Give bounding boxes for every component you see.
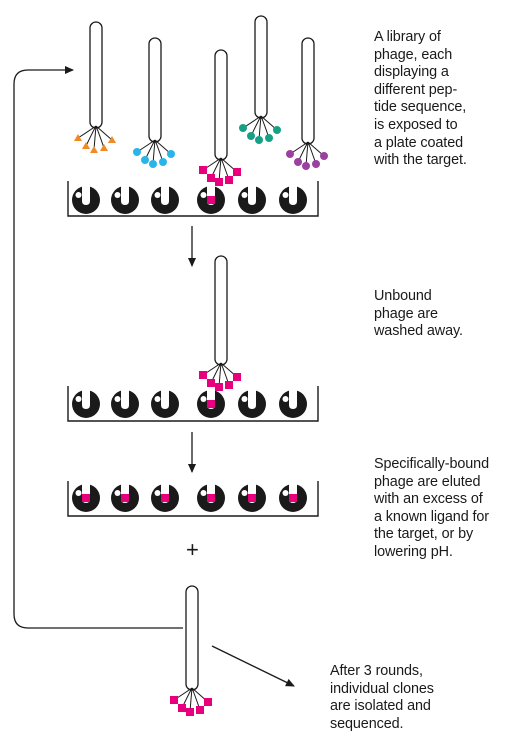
peptide-marker bbox=[239, 124, 247, 132]
peptide-marker bbox=[149, 160, 157, 168]
phage-icon bbox=[74, 21, 116, 153]
peptide-marker bbox=[178, 704, 186, 712]
target-icon bbox=[197, 483, 225, 512]
peptide-marker bbox=[199, 166, 207, 174]
peptide-marker bbox=[233, 168, 241, 176]
peptide-marker bbox=[74, 134, 82, 141]
phage-icon bbox=[170, 585, 212, 716]
peptide-marker bbox=[207, 174, 215, 182]
caption-unbound-washed: Unbound phage are washed away. bbox=[374, 288, 463, 340]
plate-3 bbox=[67, 481, 319, 517]
to-sequencing-arrow bbox=[211, 645, 295, 687]
peptide-marker bbox=[196, 706, 204, 714]
target-icon bbox=[111, 389, 139, 418]
target-icon bbox=[279, 389, 307, 418]
peptide-marker bbox=[255, 136, 263, 144]
caption-library-exposed: A library of phage, each displaying a di… bbox=[374, 29, 467, 169]
target-icon bbox=[279, 185, 307, 214]
bound-peptide-marker bbox=[121, 494, 129, 502]
target-icon bbox=[197, 185, 225, 214]
caption-eluted: Specifically-bound phage are eluted with… bbox=[374, 456, 489, 560]
bound-peptide-marker bbox=[207, 494, 215, 502]
target-icon bbox=[151, 389, 179, 418]
peptide-marker bbox=[90, 146, 98, 153]
peptide-marker bbox=[312, 160, 320, 168]
target-icon bbox=[111, 185, 139, 214]
peptide-marker bbox=[233, 373, 241, 381]
peptide-marker bbox=[82, 142, 90, 149]
peptide-marker bbox=[320, 152, 328, 160]
peptide-marker bbox=[302, 162, 310, 170]
plate-tray bbox=[67, 386, 319, 422]
peptide-marker bbox=[225, 176, 233, 184]
phage-icon bbox=[286, 37, 328, 170]
target-icon bbox=[197, 389, 225, 418]
target-icon bbox=[72, 483, 100, 512]
peptide-marker bbox=[225, 381, 233, 389]
bound-peptide-marker bbox=[207, 400, 215, 408]
phage-icon bbox=[199, 49, 241, 186]
target-icon bbox=[72, 185, 100, 214]
target-icon bbox=[238, 185, 266, 214]
caption-isolated-sequenced: After 3 rounds, individual clones are is… bbox=[330, 663, 434, 732]
target-icon bbox=[111, 483, 139, 512]
peptide-marker bbox=[133, 148, 141, 156]
target-icon bbox=[238, 389, 266, 418]
peptide-marker bbox=[186, 708, 194, 716]
target-icon bbox=[151, 185, 179, 214]
bound-peptide-marker bbox=[289, 494, 297, 502]
peptide-marker bbox=[207, 379, 215, 387]
peptide-marker bbox=[141, 156, 149, 164]
peptide-marker bbox=[159, 158, 167, 166]
peptide-marker bbox=[100, 144, 108, 151]
peptide-marker bbox=[215, 383, 223, 391]
peptide-marker bbox=[167, 150, 175, 158]
target-icon bbox=[72, 389, 100, 418]
peptide-marker bbox=[247, 132, 255, 140]
phage-icon bbox=[199, 255, 241, 391]
target-icon bbox=[151, 483, 179, 512]
phage-icon bbox=[133, 37, 175, 168]
peptide-marker bbox=[294, 158, 302, 166]
plate-1 bbox=[67, 181, 319, 217]
peptide-marker bbox=[215, 178, 223, 186]
peptide-marker bbox=[170, 696, 178, 704]
plate-2 bbox=[67, 386, 319, 422]
bound-peptide-marker bbox=[207, 196, 215, 204]
phage-icon bbox=[239, 15, 281, 144]
bound-peptide-marker bbox=[161, 494, 169, 502]
plate-tray bbox=[67, 181, 319, 217]
plate-tray bbox=[67, 481, 319, 517]
target-icon bbox=[279, 483, 307, 512]
recycle-loop-line bbox=[13, 66, 183, 629]
plus-sign: + bbox=[186, 537, 199, 562]
bound-peptide-marker bbox=[248, 494, 256, 502]
peptide-marker bbox=[265, 134, 273, 142]
peptide-marker bbox=[204, 698, 212, 706]
peptide-marker bbox=[108, 136, 116, 143]
peptide-marker bbox=[273, 126, 281, 134]
target-icon bbox=[238, 483, 266, 512]
bound-peptide-marker bbox=[82, 494, 90, 502]
peptide-marker bbox=[286, 150, 294, 158]
peptide-marker bbox=[199, 371, 207, 379]
